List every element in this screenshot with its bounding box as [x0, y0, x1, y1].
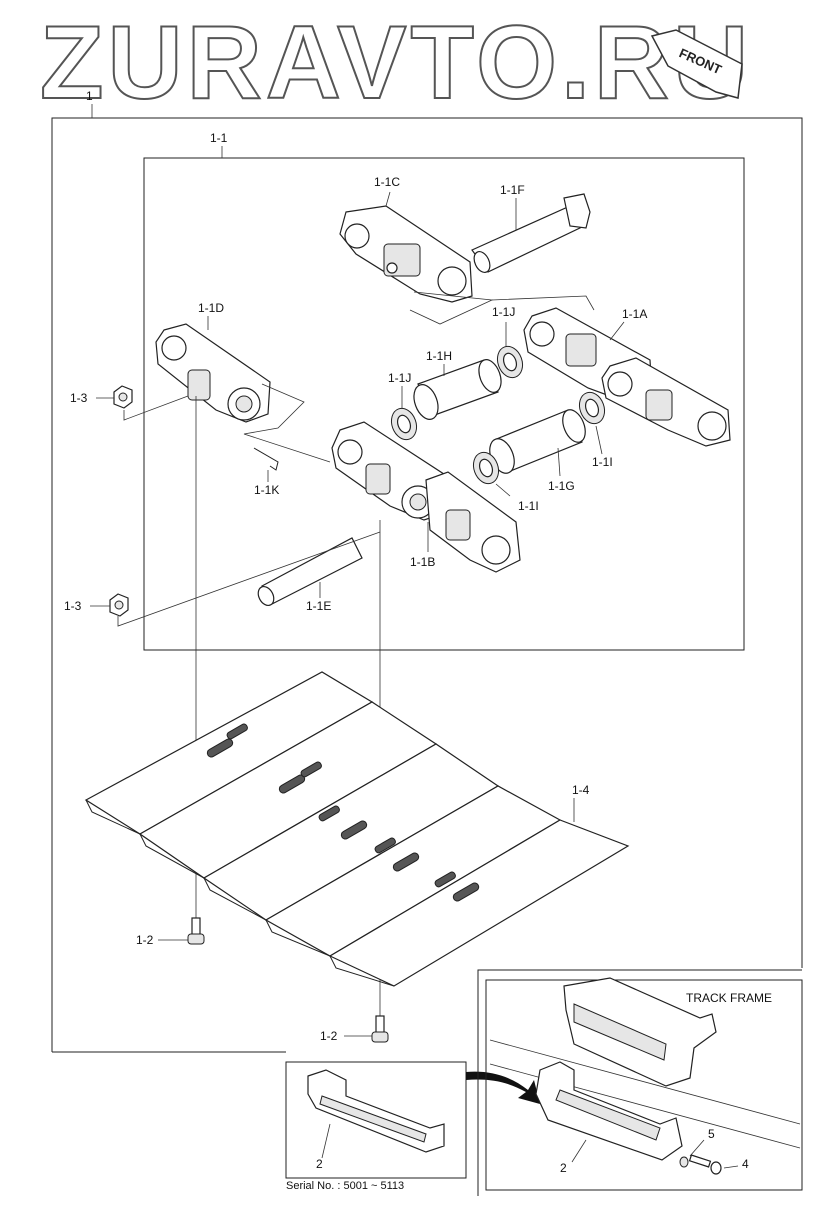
- label-1-1k: 1-1K: [254, 483, 279, 497]
- label-1-1: 1-1: [210, 131, 228, 145]
- serial-number-caption: Serial No. : 5001 ~ 5113: [286, 1180, 405, 1192]
- label-1: 1: [86, 89, 93, 103]
- label-1-1j-top: 1-1J: [492, 305, 515, 319]
- watermark-text: ZURAVTO.RU: [40, 5, 752, 121]
- label-1-3-top: 1-3: [70, 391, 88, 405]
- track-frame-detail: TRACK FRAME 5 4 2: [477, 969, 803, 1196]
- link-1-1d: 1-1D: [155, 301, 271, 423]
- link-1-1b: 1-1B: [331, 421, 521, 573]
- label-1-1b: 1-1B: [410, 555, 435, 569]
- bolt-1-2-left: 1-2: [136, 917, 205, 947]
- label-2-small: 2: [316, 1157, 323, 1171]
- front-arrow-icon: FRONT: [650, 29, 743, 99]
- link-1-1c: 1-1C: [339, 175, 473, 303]
- link-1-1a: 1-1A: [523, 307, 731, 447]
- connector-lines-top-2: [491, 295, 595, 311]
- seal-1-1j-left: 1-1J: [388, 371, 418, 441]
- label-1-2-left: 1-2: [136, 933, 154, 947]
- label-1-1g: 1-1G: [548, 479, 575, 493]
- label-1-1d: 1-1D: [198, 301, 224, 315]
- seal-1-1i-mid: 1-1I: [472, 451, 539, 513]
- track-frame-label: TRACK FRAME: [686, 991, 772, 1005]
- bushing-1-1g: 1-1G: [489, 409, 586, 493]
- label-1-1h: 1-1H: [426, 349, 452, 363]
- guard-detail-box-small: 2: [285, 1061, 467, 1179]
- label-5: 5: [708, 1127, 715, 1141]
- label-1-1e: 1-1E: [306, 599, 331, 613]
- label-1-1i-mid: 1-1I: [518, 499, 539, 513]
- label-1-1i-right: 1-1I: [592, 455, 613, 469]
- label-1-1c: 1-1C: [374, 175, 400, 189]
- connector-lines-top: [409, 291, 494, 325]
- label-4: 4: [742, 1157, 749, 1171]
- label-2-detail: 2: [560, 1161, 567, 1175]
- label-1-2-bottom: 1-2: [320, 1029, 338, 1043]
- spring-pin-1-1k: 1-1K: [253, 447, 279, 497]
- pin-1-1e: 1-1E: [257, 537, 363, 613]
- seal-1-1i-right: 1-1I: [578, 391, 613, 469]
- connector-lines-left: [243, 383, 331, 463]
- arrow-to-detail-icon: [466, 1071, 540, 1104]
- label-1-1j-left: 1-1J: [388, 371, 411, 385]
- assembly-frame-1: 1: [51, 89, 803, 1053]
- label-1-1f: 1-1F: [500, 183, 525, 197]
- bushing-1-1h: 1-1H: [413, 349, 502, 420]
- label-1-1a: 1-1A: [622, 307, 647, 321]
- bolt-1-2-bottom: 1-2: [320, 1015, 389, 1043]
- nut-1-3-top: 1-3: [70, 385, 189, 421]
- track-shoe-assembly-1-4: 1-4: [84, 671, 630, 987]
- assembly-frame-1-1: 1-1: [143, 131, 745, 651]
- label-1-3-bottom: 1-3: [64, 599, 82, 613]
- pin-1-1f: 1-1F: [471, 183, 591, 273]
- nut-1-3-bottom: 1-3: [64, 531, 381, 627]
- seal-1-1j-top: 1-1J: [492, 305, 524, 379]
- label-1-4: 1-4: [572, 783, 590, 797]
